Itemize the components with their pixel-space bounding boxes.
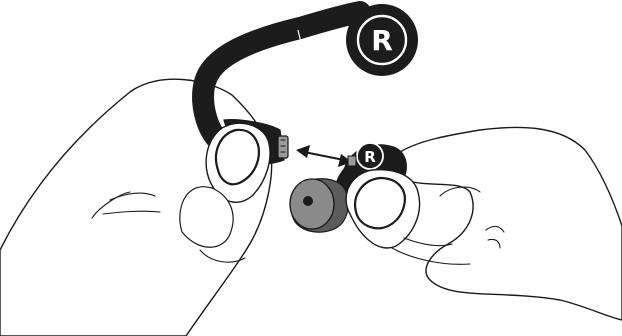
earpiece-socket — [348, 156, 356, 166]
connector-pins — [278, 136, 288, 158]
connect-arrow-icon — [296, 145, 352, 167]
earhook-side-marker: R — [371, 24, 393, 57]
ear-tip-nozzle — [303, 196, 313, 206]
right-hand — [394, 127, 622, 320]
earpiece-side-marker: R — [364, 148, 376, 166]
ear-tip — [290, 179, 348, 232]
